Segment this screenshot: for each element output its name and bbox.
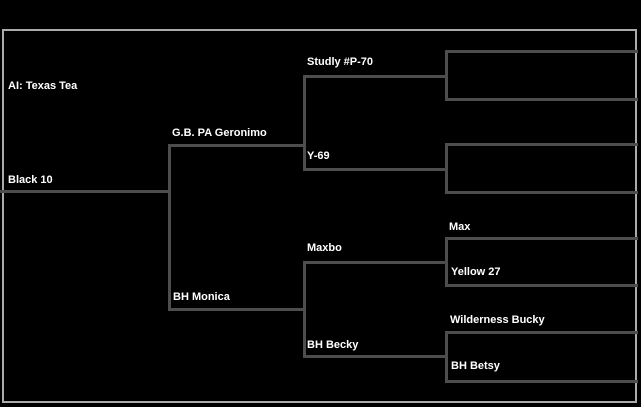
branch-line-black-10 xyxy=(0,190,171,193)
branch-line-sire-granddam-sire-blank xyxy=(445,143,638,146)
branch-line-sire-granddam-dam-blank xyxy=(445,191,638,194)
node-label-bh-monica: BH Monica xyxy=(173,291,230,303)
branch-line-bh-monica xyxy=(168,308,306,311)
connector-dam-to-parents xyxy=(303,261,306,358)
branch-line-bh-betsy xyxy=(445,380,638,383)
node-label-yellow-27: Yellow 27 xyxy=(451,266,501,278)
node-label-studly-p70: Studly #P-70 xyxy=(307,56,374,68)
branch-line-studly-p70 xyxy=(303,75,448,78)
node-label-bh-betsy: BH Betsy xyxy=(451,360,500,372)
branch-line-maxbo xyxy=(303,261,448,264)
node-label-maxbo: Maxbo xyxy=(307,242,342,254)
branch-line-bh-becky xyxy=(303,355,448,358)
ai-note-label: AI: Texas Tea xyxy=(8,80,78,92)
connector-dam-grandsire-to-parents xyxy=(445,237,448,287)
connector-sire-to-parents xyxy=(303,75,306,171)
branch-line-gb-pa-geronimo xyxy=(168,144,306,147)
chart-border-frame xyxy=(2,29,637,403)
branch-line-sire-grandsire-sire-blank xyxy=(445,50,638,53)
branch-line-y-69 xyxy=(303,168,448,171)
node-label-bh-becky: BH Becky xyxy=(307,339,359,351)
node-label-wilderness-bucky: Wilderness Bucky xyxy=(450,314,545,326)
branch-line-yellow-27 xyxy=(445,284,638,287)
branch-line-wilderness-bucky xyxy=(445,331,638,334)
node-label-max: Max xyxy=(449,221,471,233)
branch-line-max xyxy=(445,237,638,240)
node-label-y-69: Y-69 xyxy=(307,150,330,162)
connector-sire-grandsire-to-parents xyxy=(445,50,448,101)
connector-dam-granddam-to-parents xyxy=(445,331,448,383)
connector-root-to-parents xyxy=(168,144,171,311)
node-label-gb-pa-geronimo: G.B. PA Geronimo xyxy=(172,127,267,139)
connector-sire-granddam-to-parents xyxy=(445,143,448,194)
node-label-black-10: Black 10 xyxy=(8,174,53,186)
branch-line-sire-grandsire-dam-blank xyxy=(445,98,638,101)
